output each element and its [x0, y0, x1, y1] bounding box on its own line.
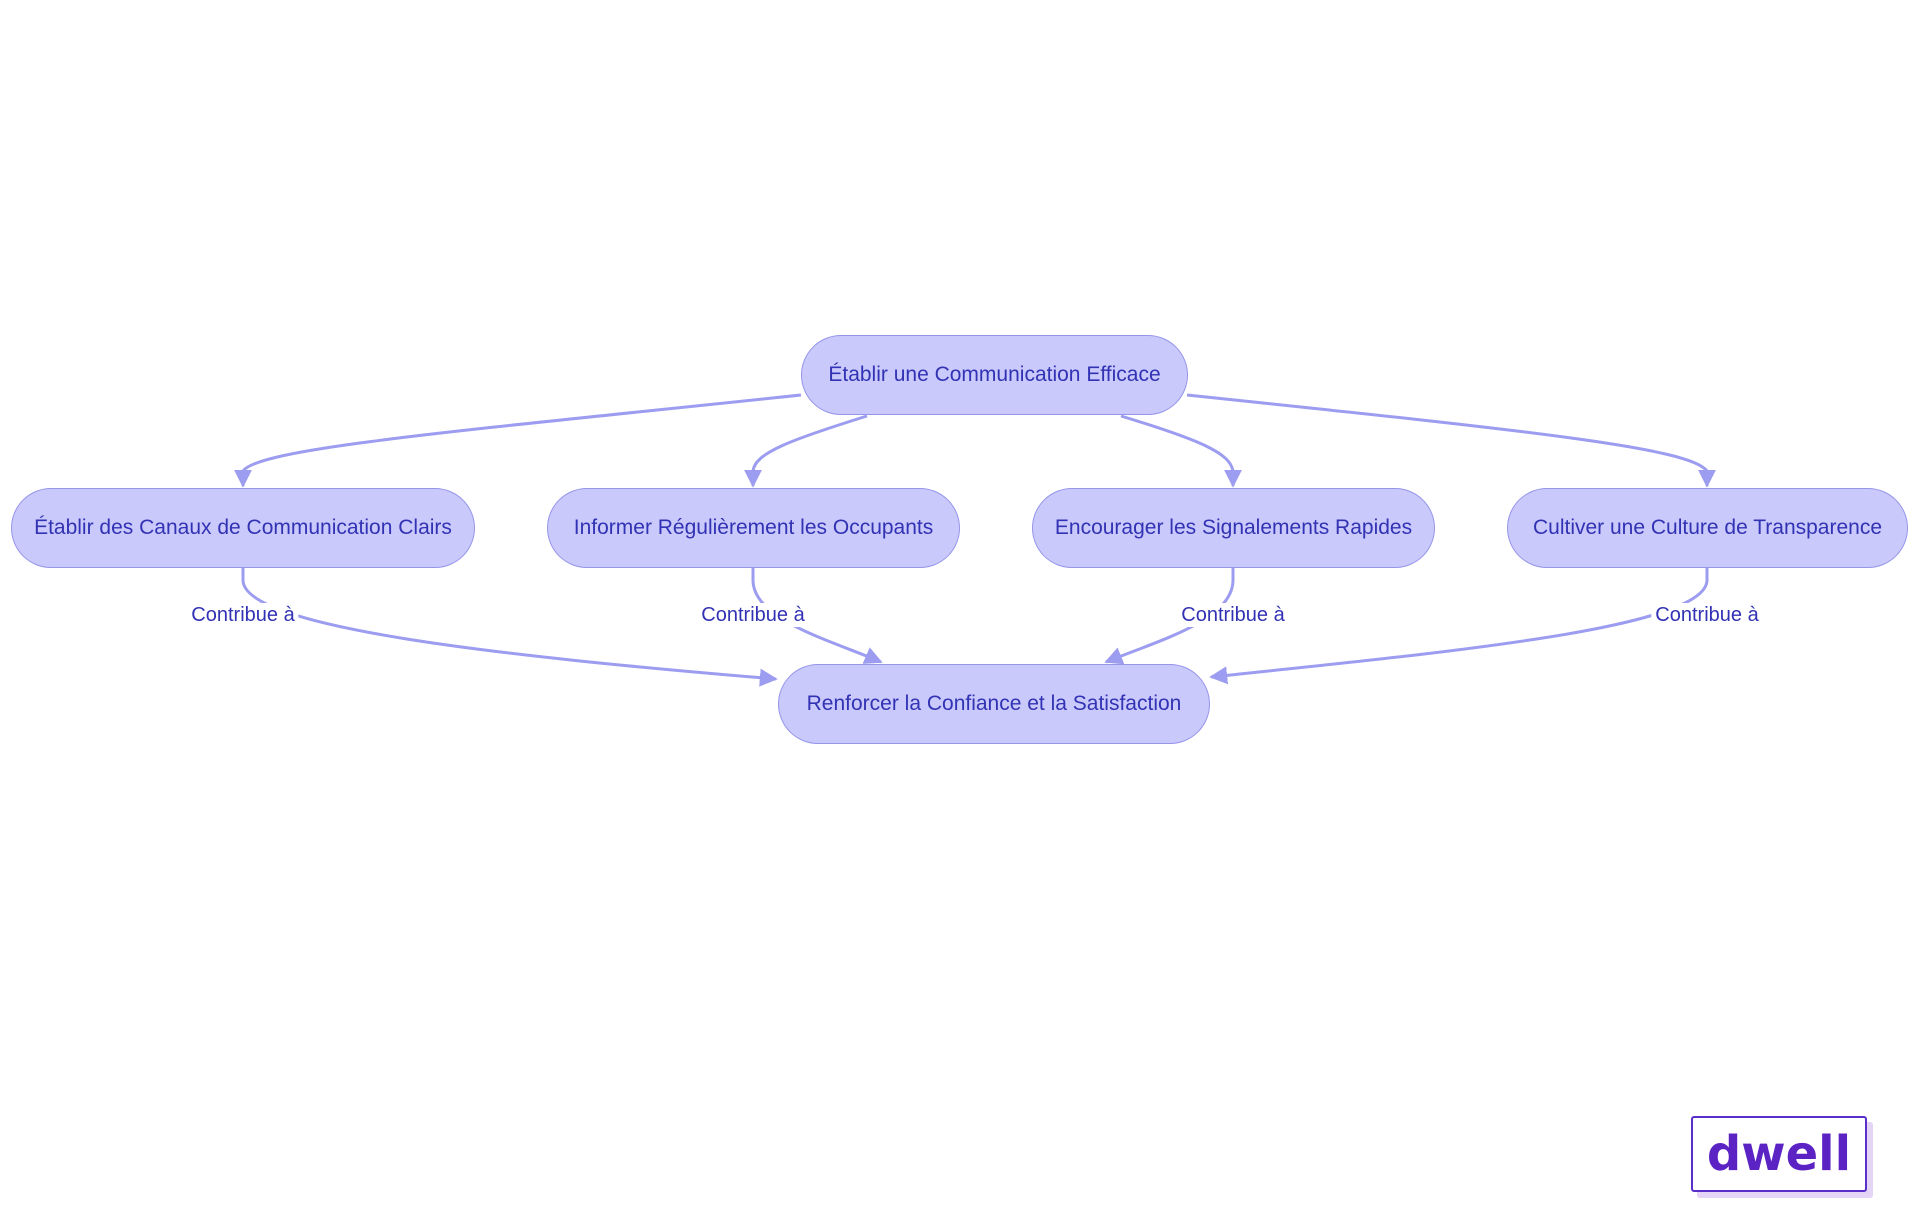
edge-label-canaux: Contribue à — [187, 603, 299, 627]
edge-label-encourager: Contribue à — [1177, 603, 1289, 627]
dwell-logo: dwell — [1691, 1116, 1867, 1192]
edge-root-cultiver — [1186, 393, 1716, 488]
edge-canaux-result — [241, 568, 778, 687]
edge-root-encourager — [1120, 414, 1242, 488]
edge-label-informer: Contribue à — [697, 603, 809, 627]
node-cultiver: Cultiver une Culture de Transparence — [1507, 488, 1908, 568]
node-canaux: Établir des Canaux de Communication Clai… — [11, 488, 475, 568]
edge-cultiver-result — [1209, 568, 1709, 685]
node-result: Renforcer la Confiance et la Satisfactio… — [778, 664, 1210, 744]
edge-label-cultiver: Contribue à — [1651, 603, 1763, 627]
node-informer: Informer Régulièrement les Occupants — [547, 488, 960, 568]
logo-text: dwell — [1706, 1126, 1852, 1182]
edge-root-canaux — [234, 393, 802, 488]
node-encourager: Encourager les Signalements Rapides — [1032, 488, 1435, 568]
node-root: Établir une Communication Efficace — [801, 335, 1188, 415]
edge-root-informer — [744, 414, 868, 488]
